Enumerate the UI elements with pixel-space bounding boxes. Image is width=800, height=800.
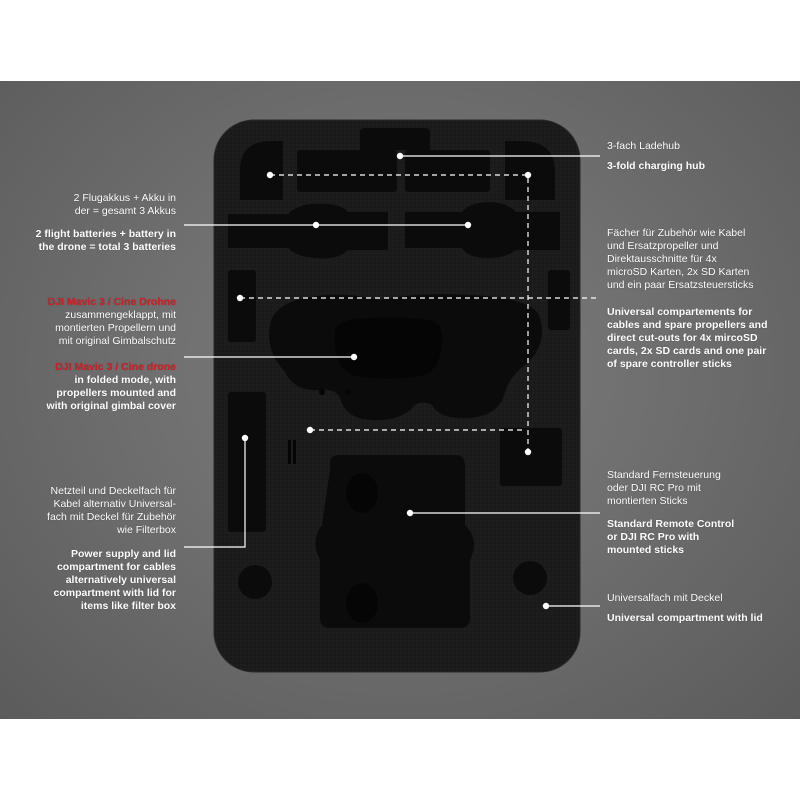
hub-cutout: [297, 150, 397, 192]
drone-label-de: DJI Mavic 3 / Cine Drohne zusammengeklap…: [47, 296, 176, 347]
callout-dots: [236, 152, 550, 610]
left-long-slot: [228, 392, 266, 532]
remote-stick-left: [346, 473, 378, 513]
foam-insert-diagram: [184, 119, 600, 673]
remote-label-de: Standard Fernsteuerung oder DJI RC Pro m…: [607, 469, 721, 507]
universal-label-en: Universal compartment with lid: [607, 612, 763, 624]
batteries-label-de: 2 Flugakkus + Akku in der = gesamt 3 Akk…: [73, 192, 176, 217]
accessories-label-de: Fächer für Zubehör wie Kabel und Ersatzp…: [607, 227, 754, 291]
callout-lines: [184, 155, 600, 607]
small-holes: [288, 389, 351, 464]
batteries-label-en: 2 flight batteries + battery in the dron…: [35, 228, 176, 253]
side-slot-right: [548, 270, 570, 330]
finger-hole-left: [238, 565, 272, 599]
power-label-en: Power supply and lid compartment for cab…: [53, 548, 176, 612]
universal-label-de: Universalfach mit Deckel: [607, 592, 723, 604]
finger-hole-right: [513, 561, 547, 595]
drone-body-shadow: [334, 317, 443, 379]
corner-cutout-right: [505, 141, 555, 200]
battery-cutout-left: [228, 203, 388, 259]
power-label-de: Netzteil und Deckelfach für Kabel altern…: [47, 485, 176, 536]
battery-cutout-right: [405, 202, 560, 258]
hub-cutout-right: [405, 150, 490, 192]
hub-label-de: 3-fach Ladehub: [607, 140, 680, 152]
diagram-panel: 3-fach Ladehub 3-fold charging hub Fäche…: [0, 81, 800, 719]
drone-label-en: DJI Mavic 3 / Cine drone in folded mode,…: [46, 361, 176, 412]
corner-cutout-left: [240, 141, 283, 200]
accessories-label-en: Universal compartements for cables and s…: [607, 306, 768, 370]
right-box-cutout: [500, 428, 562, 486]
remote-cutout: [315, 455, 474, 628]
hub-cutout-top: [360, 128, 430, 150]
remote-label-en: Standard Remote Control or DJI RC Pro wi…: [607, 518, 735, 556]
side-slot-left: [228, 270, 256, 342]
remote-stick-right: [346, 583, 378, 623]
power-line: [184, 438, 246, 548]
hub-box-dashed: [270, 174, 529, 452]
cutouts: [228, 128, 570, 628]
hub-label-en: 3-fold charging hub: [607, 160, 705, 172]
